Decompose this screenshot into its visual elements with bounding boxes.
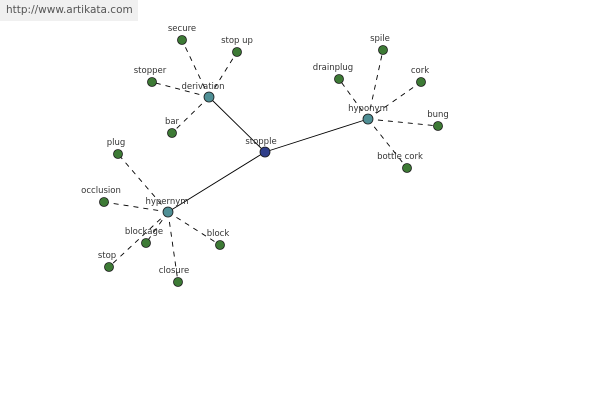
node-label-stop-up[interactable]: stop up <box>221 36 253 46</box>
node-label-stop[interactable]: stop <box>98 251 116 261</box>
node-label-drainplug[interactable]: drainplug <box>313 63 353 73</box>
edge-derivation-stop-up <box>208 51 238 98</box>
word-node-stopper[interactable] <box>147 77 157 87</box>
node-label-closure[interactable]: closure <box>159 266 190 276</box>
node-label-secure[interactable]: secure <box>168 24 196 34</box>
node-label-spile[interactable]: spile <box>370 34 390 44</box>
word-node-bottle-cork[interactable] <box>402 163 412 173</box>
category-node-hyponym[interactable] <box>362 113 374 125</box>
node-label-blockage[interactable]: blockage <box>125 227 163 237</box>
edge-hyponym-bung <box>367 118 439 127</box>
node-label-stopple[interactable]: stopple <box>245 137 276 147</box>
edge-stopple-derivation <box>208 96 266 153</box>
node-label-hypernym[interactable]: hypernym <box>145 197 188 207</box>
word-node-occlusion[interactable] <box>99 197 109 207</box>
edge-hypernym-blockage <box>145 211 169 244</box>
category-node-derivation[interactable] <box>203 91 215 103</box>
node-label-plug[interactable]: plug <box>107 138 126 148</box>
node-label-block[interactable]: block <box>207 229 230 239</box>
site-url[interactable]: http://www.artikata.com <box>6 4 133 16</box>
edge-derivation-bar <box>171 96 210 134</box>
edge-hyponym-bottle-cork <box>367 118 408 169</box>
node-label-bung[interactable]: bung <box>427 110 449 120</box>
word-node-plug[interactable] <box>113 149 123 159</box>
word-node-bar[interactable] <box>167 128 177 138</box>
word-node-spile[interactable] <box>378 45 388 55</box>
node-label-bottle-cork[interactable]: bottle cork <box>377 152 423 162</box>
edge-hyponym-cork <box>367 81 422 120</box>
word-node-stop[interactable] <box>104 262 114 272</box>
edge-stopple-hypernym <box>167 151 266 213</box>
category-node-hypernym[interactable] <box>162 206 174 218</box>
edge-hypernym-plug <box>117 153 169 213</box>
node-label-bar[interactable]: bar <box>165 117 180 127</box>
edge-hypernym-occlusion <box>103 201 169 213</box>
word-node-cork[interactable] <box>416 77 426 87</box>
node-label-hyponym[interactable]: hyponym <box>348 104 388 114</box>
node-label-derivation[interactable]: derivation <box>181 82 224 92</box>
node-label-occlusion[interactable]: occlusion <box>81 186 121 196</box>
node-label-stopper[interactable]: stopper <box>134 66 167 76</box>
word-node-block[interactable] <box>215 240 225 250</box>
word-node-bung[interactable] <box>433 121 443 131</box>
center-node-stopple[interactable] <box>259 146 271 158</box>
url-banner: http://www.artikata.com <box>0 0 138 21</box>
edge-hyponym-drainplug <box>338 78 369 120</box>
edge-hypernym-block <box>167 211 221 246</box>
word-node-secure[interactable] <box>177 35 187 45</box>
word-node-closure[interactable] <box>173 277 183 287</box>
edge-hyponym-spile <box>367 49 384 120</box>
edge-derivation-secure <box>181 39 210 98</box>
node-label-cork[interactable]: cork <box>411 66 429 76</box>
graph-nodes <box>99 35 443 287</box>
edge-hypernym-stop <box>108 211 169 268</box>
edge-hypernym-closure <box>167 211 179 283</box>
word-node-stop-up[interactable] <box>232 47 242 57</box>
edge-stopple-hyponym <box>264 118 369 153</box>
word-node-blockage[interactable] <box>141 238 151 248</box>
graph-edges <box>103 39 439 283</box>
word-node-drainplug[interactable] <box>334 74 344 84</box>
graph-labels: secure stop up stopper bar spile drainplug cor… <box>81 24 449 276</box>
